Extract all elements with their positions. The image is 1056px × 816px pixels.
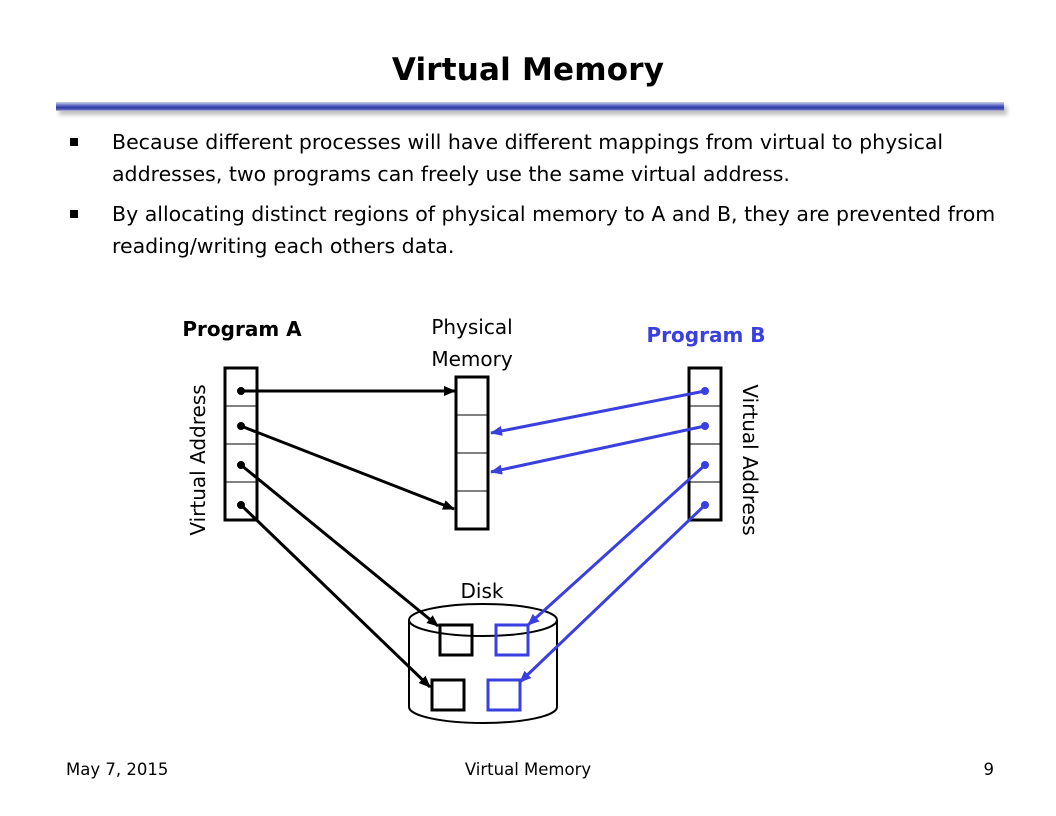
bullet-text: Because different processes will have di… [112, 130, 944, 186]
physical-memory-label-2: Memory [431, 347, 513, 371]
physical-memory-column [454, 375, 490, 531]
program-b-address-column [687, 366, 723, 522]
program-a-mapping-arrows [239, 386, 456, 689]
disk-cylinder [408, 603, 558, 724]
disk-label: Disk [461, 579, 504, 603]
virtual-address-label-a: Virtual Address [186, 384, 210, 535]
footer-page-number: 9 [983, 760, 995, 779]
square-bullet-icon [70, 138, 78, 146]
footer-date: May 7, 2015 [66, 760, 169, 779]
bullet-item: Because different processes will have di… [70, 126, 1010, 190]
bullet-item: By allocating distinct regions of physic… [70, 198, 1010, 262]
bullet-text: By allocating distinct regions of physic… [112, 202, 996, 258]
program-a-address-column [223, 366, 259, 522]
virtual-address-label-b: Virtual Address [738, 384, 762, 535]
square-bullet-icon [70, 210, 78, 218]
program-a-label: Program A [182, 317, 302, 341]
title-rule [56, 102, 1004, 111]
footer-title: Virtual Memory [464, 760, 592, 779]
program-b-label: Program B [647, 323, 766, 347]
physical-memory-label: Physical [431, 315, 512, 339]
slide-title: Virtual Memory [391, 52, 665, 88]
bullet-list: Because different processes will have di… [70, 126, 1010, 270]
program-b-mapping-arrows [490, 389, 707, 684]
